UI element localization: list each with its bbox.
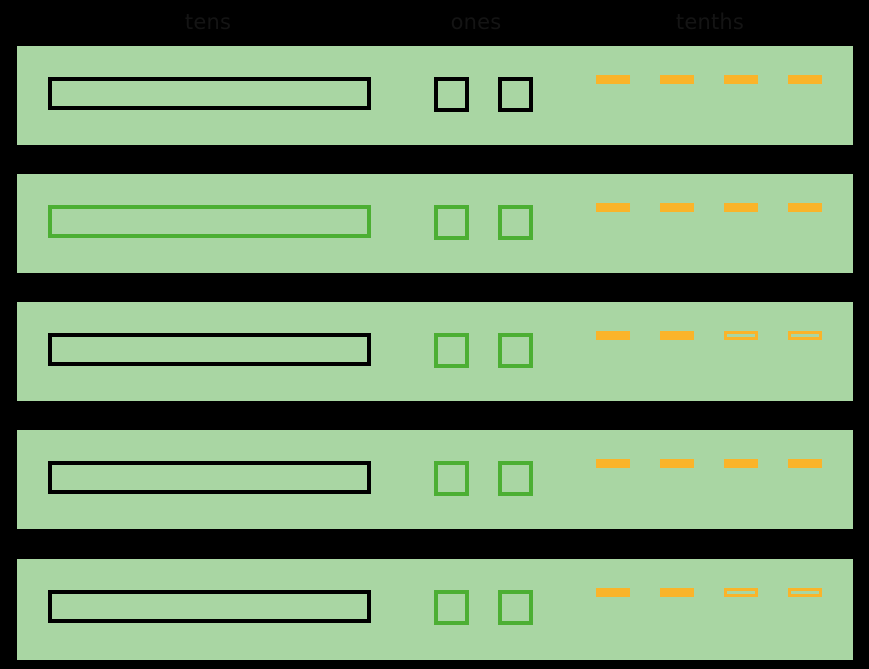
place-value-row-4[interactable] — [17, 430, 853, 529]
column-label-tenths: tenths — [675, 10, 745, 34]
ones-unit-1[interactable] — [434, 77, 469, 112]
tenths-strip-2[interactable] — [660, 203, 694, 212]
tenths-strip-1[interactable] — [596, 75, 630, 84]
tenths-strip-1[interactable] — [596, 459, 630, 468]
place-value-row-1[interactable] — [17, 46, 853, 145]
ones-unit-1[interactable] — [434, 461, 469, 496]
tenths-strip-1[interactable] — [596, 588, 630, 597]
tenths-strip-2[interactable] — [660, 75, 694, 84]
tenths-strip-4[interactable] — [788, 588, 822, 597]
tenths-strip-3[interactable] — [724, 331, 758, 340]
column-header-bar: tens ones tenths — [0, 0, 869, 44]
place-value-row-5[interactable] — [17, 559, 853, 660]
tenths-strip-4[interactable] — [788, 459, 822, 468]
tens-rod[interactable] — [48, 461, 371, 494]
place-value-row-3[interactable] — [17, 302, 853, 401]
tenths-strip-4[interactable] — [788, 75, 822, 84]
tenths-strip-3[interactable] — [724, 588, 758, 597]
ones-unit-1[interactable] — [434, 333, 469, 368]
tenths-strip-1[interactable] — [596, 203, 630, 212]
tens-rod[interactable] — [48, 333, 371, 366]
place-value-row-2[interactable] — [17, 174, 853, 273]
ones-unit-2[interactable] — [498, 461, 533, 496]
tenths-strip-2[interactable] — [660, 331, 694, 340]
ones-unit-1[interactable] — [434, 205, 469, 240]
tenths-strip-4[interactable] — [788, 331, 822, 340]
tenths-strip-1[interactable] — [596, 331, 630, 340]
ones-unit-2[interactable] — [498, 333, 533, 368]
tenths-strip-4[interactable] — [788, 203, 822, 212]
tenths-strip-3[interactable] — [724, 75, 758, 84]
tenths-strip-2[interactable] — [660, 588, 694, 597]
tens-rod[interactable] — [48, 77, 371, 110]
ones-unit-2[interactable] — [498, 77, 533, 112]
tens-rod[interactable] — [48, 590, 371, 623]
tenths-strip-3[interactable] — [724, 203, 758, 212]
ones-unit-1[interactable] — [434, 590, 469, 625]
ones-unit-2[interactable] — [498, 590, 533, 625]
tenths-strip-2[interactable] — [660, 459, 694, 468]
column-label-ones: ones — [450, 10, 502, 34]
tenths-strip-3[interactable] — [724, 459, 758, 468]
ones-unit-2[interactable] — [498, 205, 533, 240]
tens-rod[interactable] — [48, 205, 371, 238]
column-label-tens: tens — [184, 10, 232, 34]
